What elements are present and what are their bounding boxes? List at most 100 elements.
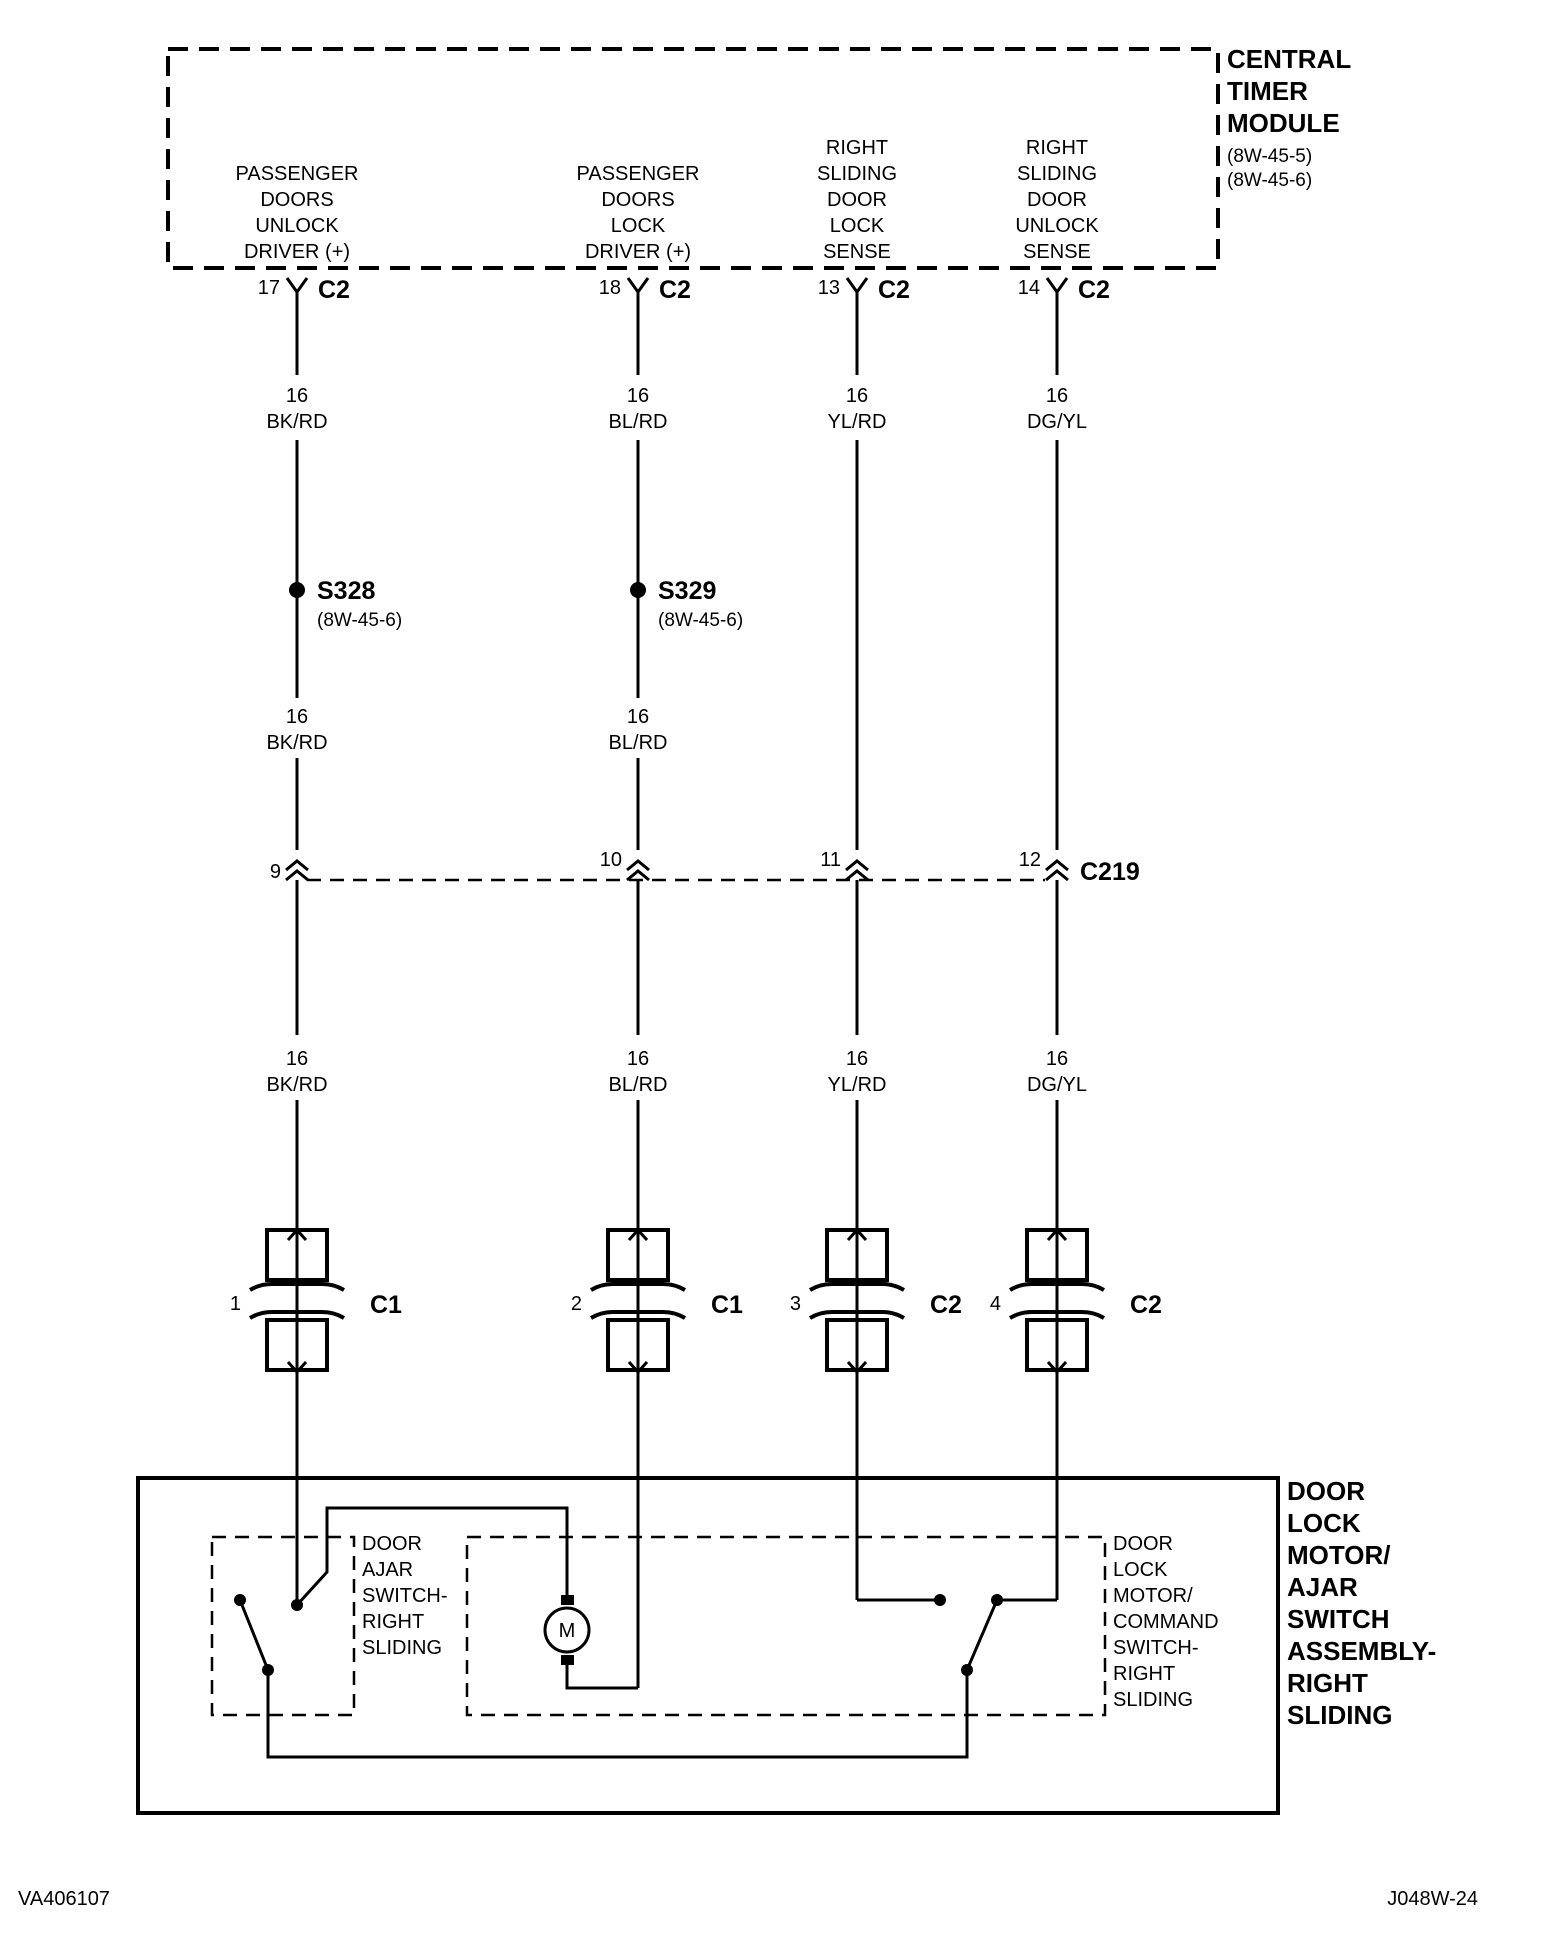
lower-wire-2-gauge: 16 [627,1048,649,1070]
terminal-3-label-line-4: LOCK [830,215,885,237]
terminal-3-label-line-3: DOOR [827,189,887,211]
lower-wire-3-gauge: 16 [846,1048,868,1070]
ctm-ref-1: (8W-45-5) [1227,146,1312,167]
splices: S328 (8W-45-6) S329 (8W-45-6) [289,577,743,631]
connector-1-upper-arrow [286,1227,308,1242]
connector-2-pin: 2 [571,1293,582,1315]
ctm-pin-18-symbol [626,277,650,295]
ajar-switch-label-line-1: DOOR [362,1533,422,1555]
splice-s329-dot [630,582,646,598]
ctm-pin-18-number: 18 [599,277,621,299]
connector-4-lower-arrow [1046,1360,1068,1375]
footer-left-code: VA406107 [18,1888,110,1910]
motor-switch-label-line-5: SWITCH- [1113,1637,1199,1659]
terminal-4-label-line-1: RIGHT [1026,137,1088,159]
mid-wire-2-color: BL/RD [609,732,668,754]
c219-pin-10-number: 10 [600,849,622,871]
lower-wire-3-color: YL/RD [828,1074,887,1096]
assembly-title-line-5: SWITCH [1287,1604,1390,1634]
c219-pin-12-symbol [1045,859,1069,882]
mid-wire-1-gauge: 16 [286,706,308,728]
mid-wire-2-gauge: 16 [627,706,649,728]
connector-1-name: C1 [370,1291,402,1319]
motor-switch-label-line-2: LOCK [1113,1559,1168,1581]
connector-1-upper-arc [248,1282,346,1292]
assembly-title-line-1: DOOR [1287,1476,1365,1506]
terminal-3-label-line-2: SLIDING [817,163,897,185]
upper-wire-3-color: YL/RD [828,411,887,433]
c219-pin-9-symbol [285,859,309,882]
connector-3-pin: 3 [790,1293,801,1315]
ctm-pin-13-number: 13 [818,277,840,299]
ajar-switch-label-line-4: RIGHT [362,1611,424,1633]
connector-2-lower-arrow [627,1360,649,1375]
ctm-pin-14-number: 14 [1018,277,1040,299]
upper-wire-2-color: BL/RD [609,411,668,433]
ctm-pin-17-number: 17 [258,277,280,299]
c219-pin-11-symbol [845,859,869,882]
lower-wire-1-gauge: 16 [286,1048,308,1070]
c219-connector: 9 10 11 12 C219 [270,849,1140,886]
connector-2-upper-arrow [627,1227,649,1242]
lower-wire-labels: 16 BK/RD 16 BL/RD 16 YL/RD 16 DG/YL [266,1048,1087,1096]
connector-3-name: C2 [930,1291,962,1319]
component-connector-4: 4 C2 [990,1222,1162,1375]
ctm-pin-17-symbol [285,277,309,295]
ctm-pin-13-symbol [845,277,869,295]
assembly-box [136,1476,1280,1815]
component-connector-2: 2 C1 [571,1222,743,1375]
ctm-pin-14-connector: C2 [1078,276,1110,304]
motor-return-wire [565,1665,638,1690]
upper-wire-1-color: BK/RD [266,411,327,433]
component-connector-3: 3 C2 [790,1222,962,1375]
splice-s328-ref: (8W-45-6) [317,610,402,631]
motor-switch-label-line-3: MOTOR/ [1113,1585,1193,1607]
ctm-title-line-3: MODULE [1227,108,1340,138]
assembly-title-line-6: ASSEMBLY- [1287,1636,1436,1666]
central-timer-module-box [166,47,1220,270]
connector-1-lower-arrow [286,1360,308,1375]
mid-wire-labels: 16 BK/RD 16 BL/RD [266,706,667,754]
ctm-pin-17-connector: C2 [318,276,350,304]
ajar-switch-label-line-3: SWITCH- [362,1585,448,1607]
connector-3-upper-arrow [846,1227,868,1242]
terminal-4-label-line-3: DOOR [1027,189,1087,211]
ctm-pin-14-symbol [1045,277,1069,295]
terminal-2-label-line-1: PASSENGER [577,163,700,185]
terminal-labels: PASSENGER DOORS UNLOCK DRIVER (+) PASSEN… [236,137,1100,263]
assembly-title-line-7: RIGHT [1287,1668,1368,1698]
c219-pin-10-symbol [626,859,650,882]
ctm-ref-2: (8W-45-6) [1227,170,1312,191]
terminal-1-label-line-4: DRIVER (+) [244,241,350,263]
connector-3-upper-arc [808,1282,906,1292]
c219-pin-9-number: 9 [270,861,281,883]
connector-4-pin: 4 [990,1293,1001,1315]
connector-2-name: C1 [711,1291,743,1319]
ajar-switch-label-line-2: AJAR [362,1559,413,1581]
terminal-1-label-line-1: PASSENGER [236,163,359,185]
ctm-title-line-1: CENTRAL [1227,44,1351,74]
motor-bottom-terminal [561,1655,574,1665]
motor-switch-label-line-7: SLIDING [1113,1689,1193,1711]
connector-2-upper-arc [589,1282,687,1292]
motor-switch-box [465,1535,1107,1717]
splice-s329-ref: (8W-45-6) [658,610,743,631]
connector-1-lower-arc [248,1310,346,1320]
assembly-title-line-2: LOCK [1287,1508,1361,1538]
terminal-2-label-line-2: DOORS [601,189,674,211]
ajar-switch-box [210,1535,356,1717]
ajar-switch-label-line-5: SLIDING [362,1637,442,1659]
lower-wire-4-gauge: 16 [1046,1048,1068,1070]
component-connector-1: 1 C1 [230,1222,402,1375]
upper-wire-2-gauge: 16 [627,385,649,407]
motor-switch-label: DOOR LOCK MOTOR/ COMMAND SWITCH- RIGHT S… [1113,1533,1219,1711]
central-timer-module-title: CENTRAL TIMER MODULE (8W-45-5) (8W-45-6) [1227,44,1351,191]
footer-right-code: J048W-24 [1387,1888,1478,1910]
upper-wire-1-gauge: 16 [286,385,308,407]
terminal-4-label-line-5: SENSE [1023,241,1091,263]
splice-s328-name: S328 [317,577,375,605]
command-switch-arm [965,1599,999,1671]
connector-3-lower-arrow [846,1360,868,1375]
splice-s329-name: S329 [658,577,716,605]
